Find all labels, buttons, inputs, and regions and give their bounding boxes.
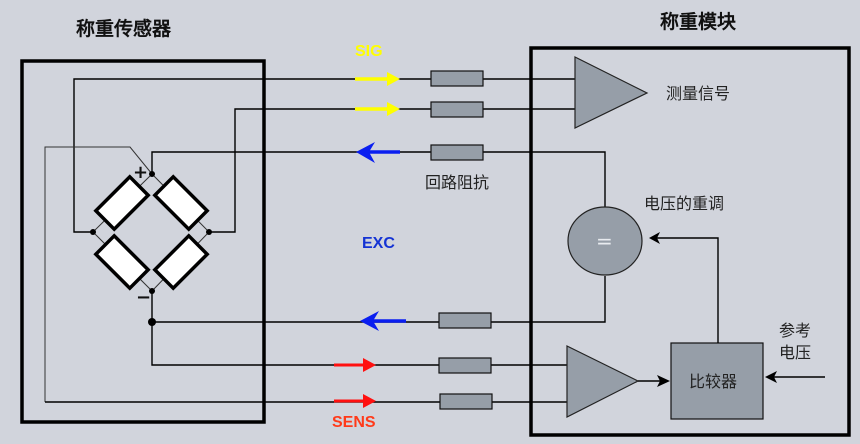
reference-label-line1: 参考 bbox=[779, 321, 811, 340]
sig-wire-2 bbox=[209, 108, 575, 233]
line-resistor bbox=[430, 144, 484, 161]
load-cell-frame bbox=[20, 59, 266, 424]
reference-label-line2: 电压 bbox=[779, 343, 811, 362]
sens-arrow-icon bbox=[334, 394, 376, 408]
strain-gauge-2 bbox=[152, 174, 210, 232]
sig-label: SIG bbox=[355, 43, 383, 60]
sens-wire-top bbox=[44, 146, 153, 402]
voltage-regulator bbox=[567, 206, 643, 276]
weighing-module-frame bbox=[529, 46, 851, 437]
exc-arrow-icon bbox=[356, 142, 400, 163]
arrow-left-icon bbox=[649, 232, 660, 244]
strain-gauge-1 bbox=[93, 174, 151, 232]
exc-label: EXC bbox=[362, 235, 395, 252]
line-resistor bbox=[430, 101, 484, 118]
line-resistor bbox=[439, 393, 493, 410]
strain-gauge-4 bbox=[152, 233, 210, 291]
measure-signal-label: 测量信号 bbox=[666, 84, 730, 103]
sens-wire-1 bbox=[151, 291, 567, 366]
plus-sign: + bbox=[133, 162, 148, 183]
arrow-right-icon bbox=[657, 375, 670, 387]
feedback-wire bbox=[656, 237, 719, 343]
sense-amplifier bbox=[566, 345, 640, 418]
voltage-readjust-label: 电压的重调 bbox=[644, 194, 724, 213]
minus-sign: − bbox=[136, 287, 151, 308]
regulator-symbol: = bbox=[596, 229, 613, 253]
exc-arrow-icon bbox=[360, 311, 406, 331]
junction-dot bbox=[148, 318, 156, 326]
line-resistor bbox=[438, 312, 492, 329]
wheatstone-bridge: + − bbox=[90, 162, 212, 308]
sens-label: SENS bbox=[332, 414, 376, 431]
line-resistor bbox=[438, 357, 492, 374]
sig-arrow-icon bbox=[355, 102, 400, 116]
line-resistor bbox=[430, 70, 484, 87]
loop-impedance-label: 回路阻抗 bbox=[425, 173, 489, 192]
weighing-module-title: 称重模块 bbox=[660, 10, 737, 33]
sig-arrow-icon bbox=[355, 72, 400, 86]
strain-gauge-3 bbox=[93, 233, 151, 291]
sens-arrow-icon bbox=[334, 358, 376, 372]
comparator bbox=[670, 342, 764, 420]
exc-wire-bottom bbox=[152, 276, 606, 323]
load-cell-title: 称重传感器 bbox=[76, 17, 172, 40]
arrow-left-icon bbox=[765, 371, 777, 383]
exc-wire-top bbox=[151, 151, 606, 207]
measurement-amplifier bbox=[574, 56, 649, 129]
comparator-label: 比较器 bbox=[689, 372, 737, 391]
sig-wire-1 bbox=[73, 78, 575, 233]
